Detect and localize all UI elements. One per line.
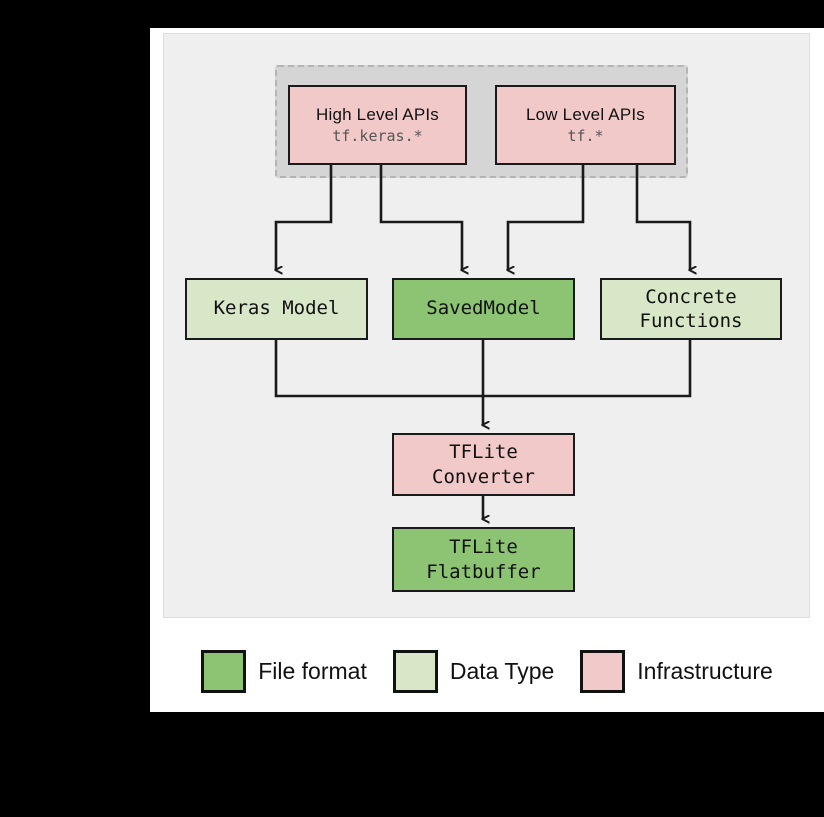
node-tflite-flatbuffer[interactable]: TFLite Flatbuffer [392, 527, 575, 592]
legend-item-infrastructure: Infrastructure [580, 649, 773, 693]
legend-item-data-type: Data Type [392, 649, 555, 693]
node-high-level-apis[interactable]: High Level APIs tf.keras.* [288, 85, 467, 165]
legend: File format Data Type Infrastructure [150, 636, 824, 706]
legend-swatch-file-format [201, 649, 247, 693]
node-title: Low Level APIs [525, 104, 646, 124]
node-title: High Level APIs [315, 104, 439, 124]
node-label-line1: Concrete [645, 285, 737, 308]
node-savedmodel[interactable]: SavedModel [392, 278, 575, 340]
legend-swatch-data-type [392, 649, 438, 693]
node-label: Keras Model [213, 297, 340, 320]
legend-label: File format [258, 657, 367, 684]
node-keras-model[interactable]: Keras Model [185, 278, 368, 340]
legend-swatch-infrastructure [580, 649, 626, 693]
node-label-line2: Converter [432, 465, 535, 488]
node-label-line2: Functions [639, 310, 743, 332]
legend-item-file-format: File format [201, 649, 367, 693]
legend-label: Data Type [449, 657, 555, 684]
node-concrete-functions[interactable]: Concrete Functions [600, 278, 782, 340]
node-subtitle: tf.* [567, 127, 604, 146]
node-label-line2: Flatbuffer [426, 560, 541, 583]
node-tflite-converter[interactable]: TFLite Converter [392, 433, 575, 496]
node-subtitle: tf.keras.* [332, 127, 423, 146]
node-label: SavedModel [426, 297, 541, 320]
node-label-line1: TFLite [449, 536, 518, 559]
legend-label: Infrastructure [637, 657, 773, 684]
node-label-line1: TFLite [449, 441, 518, 464]
node-low-level-apis[interactable]: Low Level APIs tf.* [495, 85, 676, 165]
